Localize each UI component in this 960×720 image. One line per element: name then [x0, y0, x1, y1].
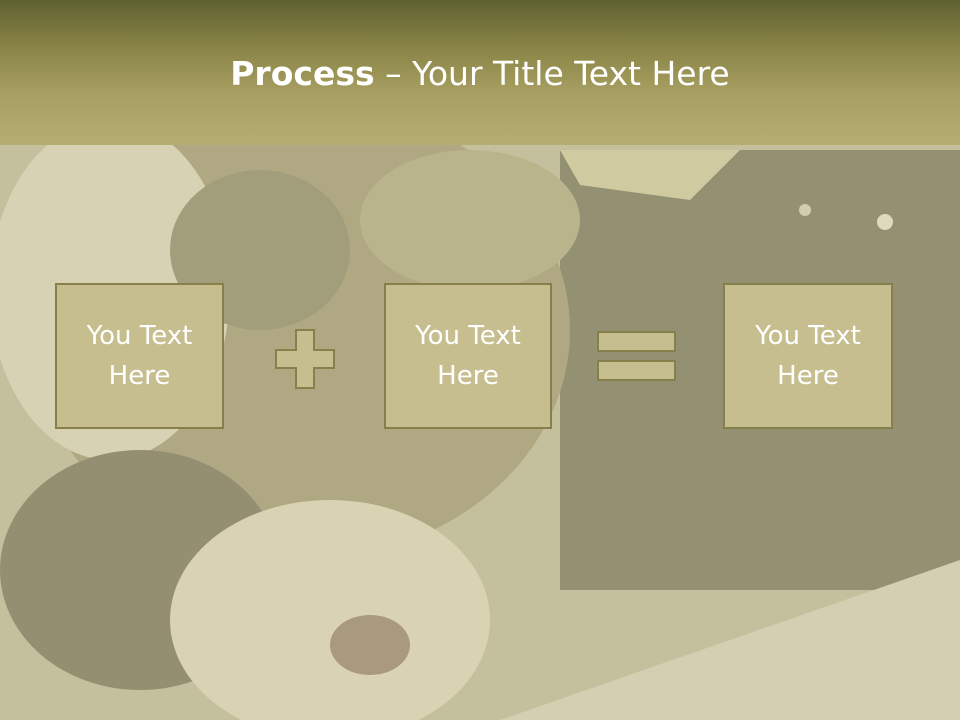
title-bar: Process – Your Title Text Here — [0, 0, 960, 145]
title-bold-part: Process — [230, 54, 375, 93]
process-box-1-label: You Text Here — [86, 321, 193, 391]
process-box-3[interactable]: You Text Here — [723, 283, 893, 429]
process-box-2-label: You Text Here — [415, 321, 521, 391]
process-box-1[interactable]: You Text Here — [55, 283, 224, 429]
equals-icon — [597, 331, 676, 381]
title-rest-part: – Your Title Text Here — [374, 54, 730, 93]
process-box-3-label: You Text Here — [755, 321, 861, 391]
plus-icon — [275, 329, 335, 389]
slide-title: Process – Your Title Text Here — [0, 52, 960, 96]
process-box-2[interactable]: You Text Here — [384, 283, 552, 429]
